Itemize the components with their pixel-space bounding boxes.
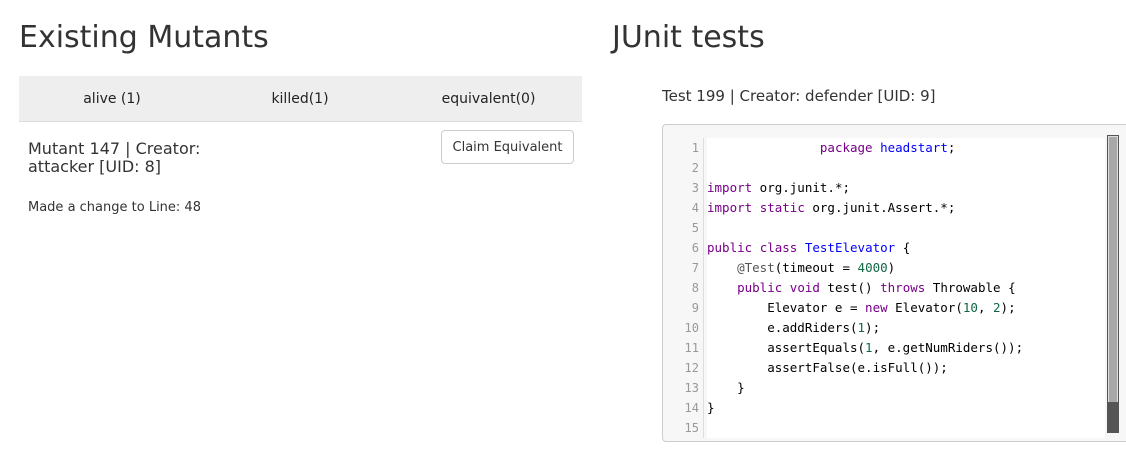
code-line: import static org.junit.Assert.*; <box>707 200 956 215</box>
line-number: 8 <box>691 281 699 295</box>
line-number: 10 <box>684 321 699 335</box>
code-editor[interactable]: 1 2 3 4 5 6 7 8 9 10 11 12 13 14 15 pack… <box>662 124 1126 442</box>
scrollbar-thumb[interactable] <box>1109 137 1117 402</box>
line-number: 7 <box>691 261 699 275</box>
line-number: 3 <box>691 181 699 195</box>
tab-killed[interactable]: killed(1) <box>271 91 329 107</box>
tab-alive[interactable]: alive (1) <box>83 91 141 107</box>
scrollbar-track-lower[interactable] <box>1108 402 1118 432</box>
code-line: Elevator e = new Elevator(10, 2); <box>707 300 1016 315</box>
mutant-tabs: alive (1) killed(1) equivalent(0) <box>19 77 582 122</box>
code-line <box>707 418 1105 438</box>
code-line: } <box>707 400 715 415</box>
code-line <box>707 158 1105 178</box>
code-line: import org.junit.*; <box>707 180 850 195</box>
claim-equivalent-button[interactable]: Claim Equivalent <box>441 130 574 164</box>
mutants-table: alive (1) killed(1) equivalent(0) Mutant… <box>19 76 582 236</box>
mutant-row: Mutant 147 | Creator: attacker [UID: 8] … <box>19 122 582 236</box>
tab-equivalent[interactable]: equivalent(0) <box>441 91 536 107</box>
code-line: package headstart; <box>819 140 956 155</box>
tests-heading: JUnit tests <box>612 20 765 55</box>
line-number: 6 <box>691 241 699 255</box>
line-number: 13 <box>684 381 699 395</box>
code-content[interactable]: package headstart; import org.junit.*; i… <box>707 138 1105 438</box>
code-line: public void test() throws Throwable { <box>737 280 1016 295</box>
line-number: 15 <box>684 421 699 435</box>
line-number: 1 <box>691 141 699 155</box>
code-line: @Test(timeout = 4000) <box>737 260 896 275</box>
line-number: 12 <box>684 361 699 375</box>
line-number: 5 <box>691 221 699 235</box>
code-line <box>707 218 1105 238</box>
line-number-gutter: 1 2 3 4 5 6 7 8 9 10 11 12 13 14 15 <box>671 138 704 438</box>
test-title: Test 199 | Creator: defender [UID: 9] <box>662 87 936 105</box>
line-number: 9 <box>691 301 699 315</box>
code-line: assertEquals(1, e.getNumRiders()); <box>707 340 1024 355</box>
mutant-title: Mutant 147 | Creator: attacker [UID: 8] <box>28 139 201 176</box>
line-number: 14 <box>684 401 699 415</box>
line-number: 4 <box>691 201 699 215</box>
code-scrollbar[interactable] <box>1107 135 1119 433</box>
code-line: assertFalse(e.isFull()); <box>707 360 948 375</box>
line-number: 11 <box>684 341 699 355</box>
code-line: } <box>707 380 745 395</box>
code-line: public class TestElevator { <box>707 240 911 255</box>
mutant-change-description: Made a change to Line: 48 <box>28 200 201 215</box>
code-line: e.addRiders(1); <box>707 320 881 335</box>
mutants-heading: Existing Mutants <box>19 20 269 55</box>
line-number: 2 <box>691 161 699 175</box>
